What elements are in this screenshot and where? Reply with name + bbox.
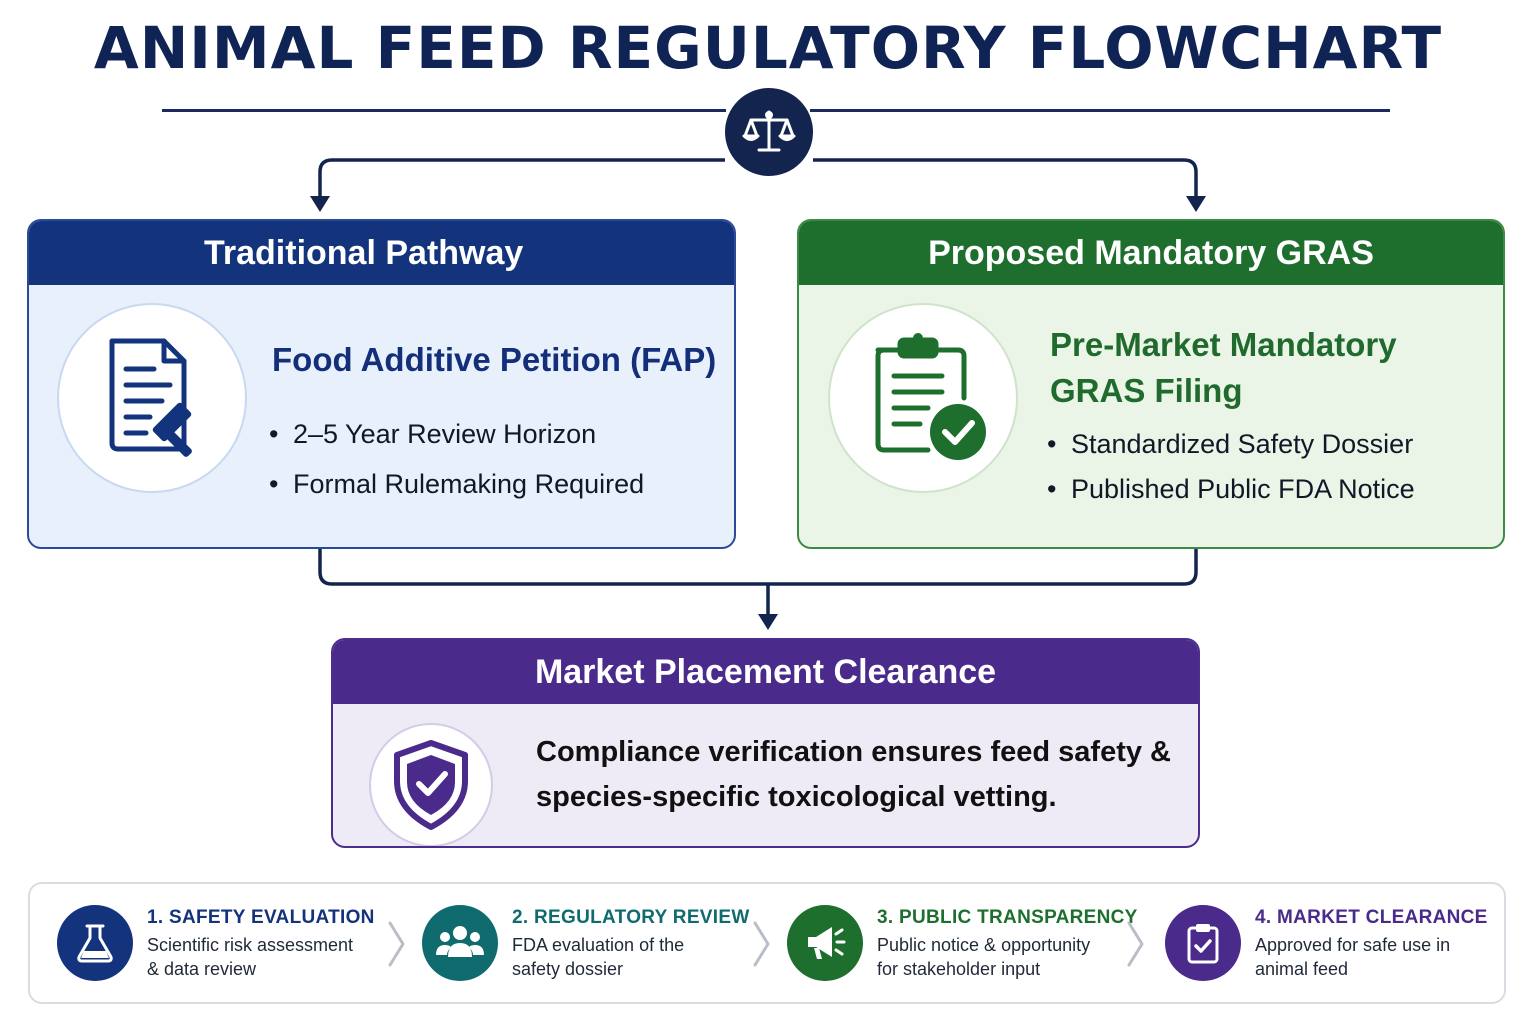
- flask-icon: [57, 905, 133, 981]
- chevron-right-icon: [753, 921, 770, 967]
- step-title: 2. REGULATORY REVIEW: [512, 907, 750, 928]
- traditional-pathway-card: Traditional Pathway Food Additive Petiti…: [27, 219, 736, 549]
- clipboard-check-icon: [828, 303, 1018, 493]
- shield-check-icon: [369, 723, 493, 846]
- bullet-item: Formal Rulemaking Required: [269, 459, 644, 509]
- fap-subtitle: Food Additive Petition (FAP): [272, 341, 717, 378]
- process-steps-panel: 1. SAFETY EVALUATION Scientific risk ass…: [28, 882, 1506, 1004]
- proposed-gras-header: Proposed Mandatory GRAS: [799, 221, 1503, 285]
- page-title: ANIMAL FEED REGULATORY FLOWCHART: [93, 14, 1443, 82]
- title-divider-right: [810, 109, 1390, 112]
- bullet-item: Published Public FDA Notice: [1047, 467, 1415, 512]
- clipboard-check-icon: [1165, 905, 1241, 981]
- proposed-gras-card: Proposed Mandatory GRAS Pre-Market Manda…: [797, 219, 1505, 549]
- step-description: Public notice & opportunity for stakehol…: [877, 935, 1091, 979]
- clearance-description: Compliance verification ensures feed saf…: [536, 736, 1171, 813]
- traditional-bullet-list: 2–5 Year Review Horizon Formal Rulemakin…: [269, 409, 644, 509]
- chevron-right-icon: [1127, 921, 1144, 967]
- step-description: Approved for safe use in animal feed: [1255, 935, 1451, 979]
- step-description: FDA evaluation of the safety dossier: [512, 935, 685, 979]
- bullet-item: Standardized Safety Dossier: [1047, 422, 1415, 467]
- bullet-item: 2–5 Year Review Horizon: [269, 409, 644, 459]
- step-title: 4. MARKET CLEARANCE: [1255, 907, 1488, 928]
- step-title: 1. SAFETY EVALUATION: [147, 907, 375, 928]
- document-gavel-icon: [57, 303, 247, 493]
- chevron-right-icon: [388, 921, 405, 967]
- title-divider-left: [162, 109, 726, 112]
- market-clearance-header: Market Placement Clearance: [333, 640, 1198, 704]
- traditional-pathway-header: Traditional Pathway: [29, 221, 734, 285]
- step-title: 3. PUBLIC TRANSPARENCY: [877, 907, 1138, 928]
- people-group-icon: [422, 905, 498, 981]
- megaphone-icon: [787, 905, 863, 981]
- gras-filing-subtitle: Pre-Market Mandatory GRAS Filing: [1050, 326, 1397, 409]
- scales-of-justice-icon: [725, 88, 813, 176]
- market-clearance-card: Market Placement Clearance Compliance ve…: [331, 638, 1200, 848]
- step-description: Scientific risk assessment & data review: [147, 935, 354, 979]
- proposed-bullet-list: Standardized Safety Dossier Published Pu…: [1047, 422, 1415, 512]
